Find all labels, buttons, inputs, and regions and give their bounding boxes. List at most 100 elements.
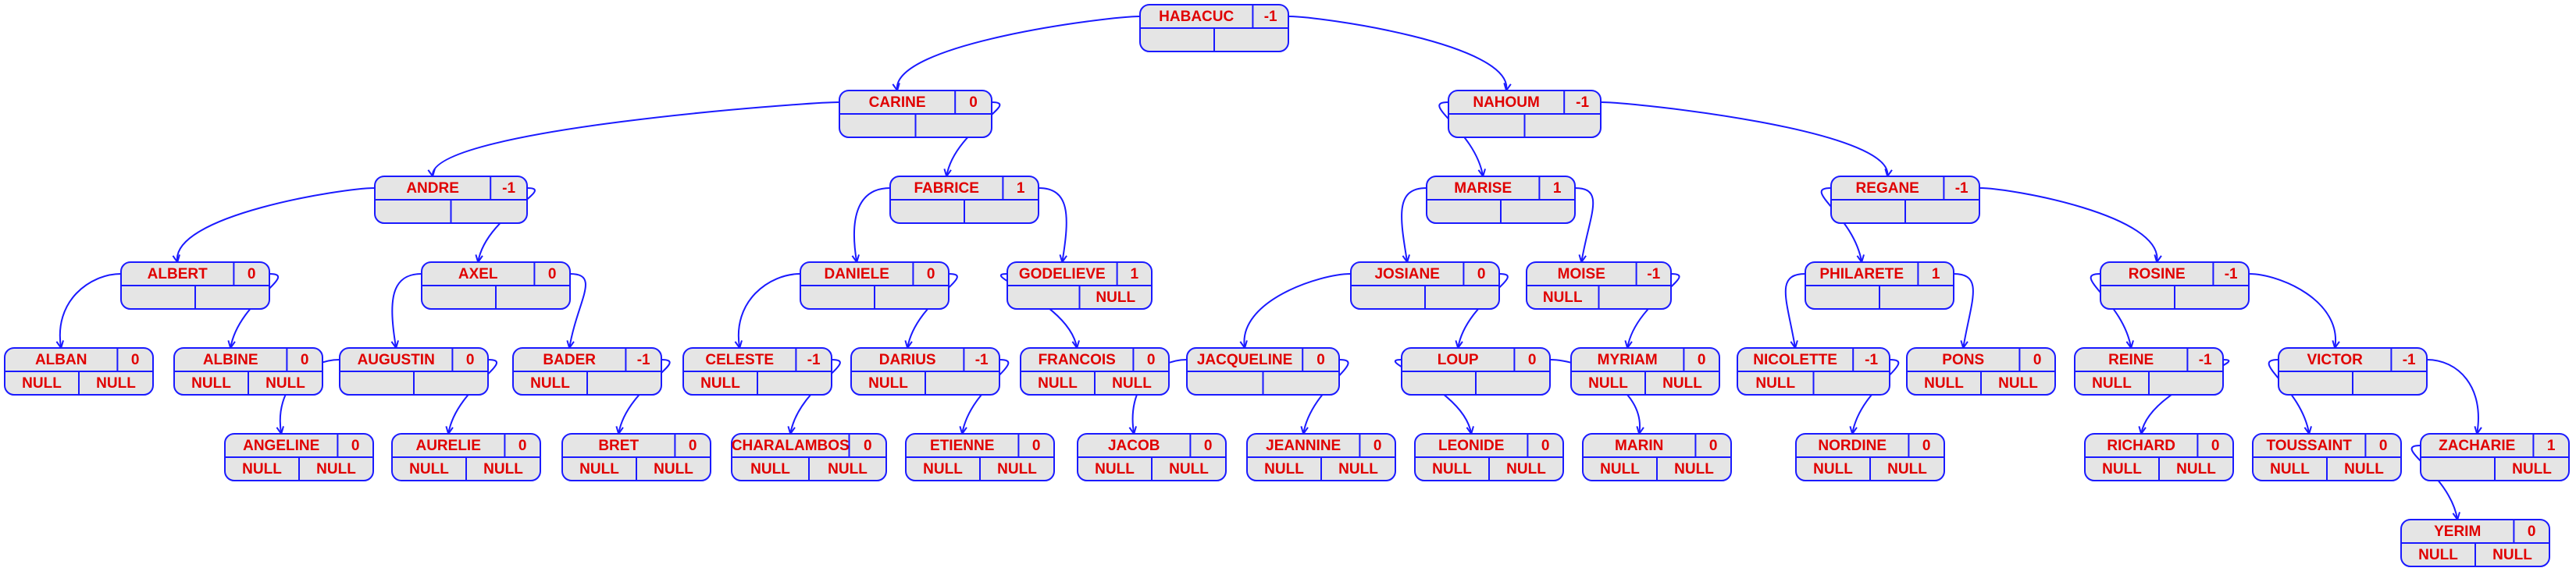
right-null-label: NULL	[997, 461, 1037, 477]
edge-axel-bader	[568, 273, 586, 349]
left-null-label: NULL	[579, 461, 619, 477]
node-balance: 1	[1932, 266, 1940, 282]
edge-arrowhead-nahoum	[1503, 83, 1512, 91]
right-null-label: NULL	[265, 375, 305, 392]
right-null-label: NULL	[96, 375, 136, 392]
node-name: YERIM	[2434, 524, 2481, 540]
node-name: AURELIE	[415, 438, 480, 454]
node-balance: 0	[1147, 352, 1156, 368]
edge-arrowhead-myriam	[1624, 340, 1633, 349]
node-name: NORDINE	[1818, 438, 1887, 454]
left-null-label: NULL	[750, 461, 790, 477]
edge-andre-albert	[176, 187, 376, 263]
edge-daniele-celeste	[737, 273, 801, 349]
left-null-label: NULL	[530, 375, 570, 392]
node-name: NICOLETTE	[1753, 352, 1837, 368]
edge-arrowhead-toussaint	[2303, 426, 2312, 435]
node-name: LEONIDE	[1438, 438, 1504, 454]
node-balance: 0	[1204, 438, 1213, 454]
edge-carine-andre	[432, 101, 840, 177]
edge-arrowhead-darius	[904, 340, 913, 349]
node-name: DARIUS	[879, 352, 936, 368]
node-balance: 0	[927, 266, 935, 282]
node-balance: -1	[2225, 266, 2238, 282]
node-name: MARISE	[1454, 180, 1512, 197]
node-balance: -1	[637, 352, 650, 368]
edge-arrowhead-victor	[2332, 340, 2340, 349]
edge-arrowhead-axel	[475, 254, 483, 263]
node-balance: -1	[2403, 352, 2416, 368]
edge-arrowhead-francois	[1071, 340, 1080, 349]
edge-arrowhead-loup	[1455, 340, 1463, 349]
tree-node-loup: LOUP 0	[1401, 347, 1551, 396]
node-name: BADER	[543, 352, 596, 368]
left-null-label: NULL	[242, 461, 282, 477]
edge-arrowhead-bret	[615, 426, 624, 435]
node-balance: 0	[1541, 438, 1550, 454]
edge-arrowhead-fabrice	[943, 169, 952, 177]
node-balance: 0	[689, 438, 697, 454]
right-null-label: NULL	[2176, 461, 2216, 477]
left-null-label: NULL	[2102, 461, 2142, 477]
node-name: JACQUELINE	[1197, 352, 1292, 368]
edge-arrowhead-marin	[1636, 426, 1644, 435]
edge-philarete-pons	[1953, 273, 1974, 349]
edge-arrowhead-jacqueline	[1239, 340, 1248, 349]
node-balance: 1	[1131, 266, 1139, 282]
node-balance: 0	[1528, 352, 1537, 368]
edge-arrowhead-celeste	[734, 340, 743, 349]
node-balance: 1	[1017, 180, 1025, 197]
node-name: ALBERT	[148, 266, 208, 282]
node-name: NAHOUM	[1473, 94, 1540, 111]
node-balance: -1	[807, 352, 821, 368]
edge-victor-zacharie	[2426, 359, 2479, 435]
edge-arrowhead-jeannine	[1300, 426, 1309, 435]
tree-node-albert: ALBERT 0	[120, 261, 270, 310]
left-null-label: NULL	[1038, 375, 1078, 392]
node-balance: 0	[2033, 352, 2042, 368]
edge-fabrice-daniele	[853, 187, 891, 263]
edge-arrowhead-jacob	[1128, 426, 1137, 435]
edge-nahoum-regane	[1600, 101, 1889, 177]
node-balance: 0	[301, 352, 309, 368]
node-name: LOUP	[1438, 352, 1479, 368]
right-null-label: NULL	[1887, 461, 1927, 477]
node-name: AXEL	[458, 266, 498, 282]
edge-axel-augustin	[391, 273, 422, 349]
edge-arrowhead-leonide	[1466, 426, 1474, 435]
tree-node-regane: REGANE-1	[1830, 176, 1980, 224]
left-null-label: NULL	[22, 375, 62, 392]
node-balance: 0	[1032, 438, 1041, 454]
left-null-label: NULL	[700, 375, 740, 392]
edge-arrowhead-bader	[566, 340, 575, 349]
edge-arrowhead-marise	[1477, 169, 1486, 177]
edge-arrowhead-angeline	[276, 426, 284, 435]
left-null-label: NULL	[1432, 461, 1472, 477]
tree-node-rosine: ROSINE-1	[2100, 261, 2250, 310]
edge-arrowhead-albine	[227, 340, 236, 349]
node-balance: 1	[1553, 180, 1562, 197]
edge-arrowhead-charalambos	[787, 426, 796, 435]
left-null-label: NULL	[923, 461, 963, 477]
node-balance: 0	[248, 266, 256, 282]
edge-marise-moise	[1574, 187, 1594, 263]
node-name: ANDRE	[406, 180, 459, 197]
right-null-label: NULL	[1506, 461, 1546, 477]
edge-arrowhead-alban	[55, 340, 64, 349]
node-balance: -1	[1647, 266, 1660, 282]
edge-philarete-nicolette	[1784, 273, 1806, 349]
node-name: DANIELE	[824, 266, 889, 282]
